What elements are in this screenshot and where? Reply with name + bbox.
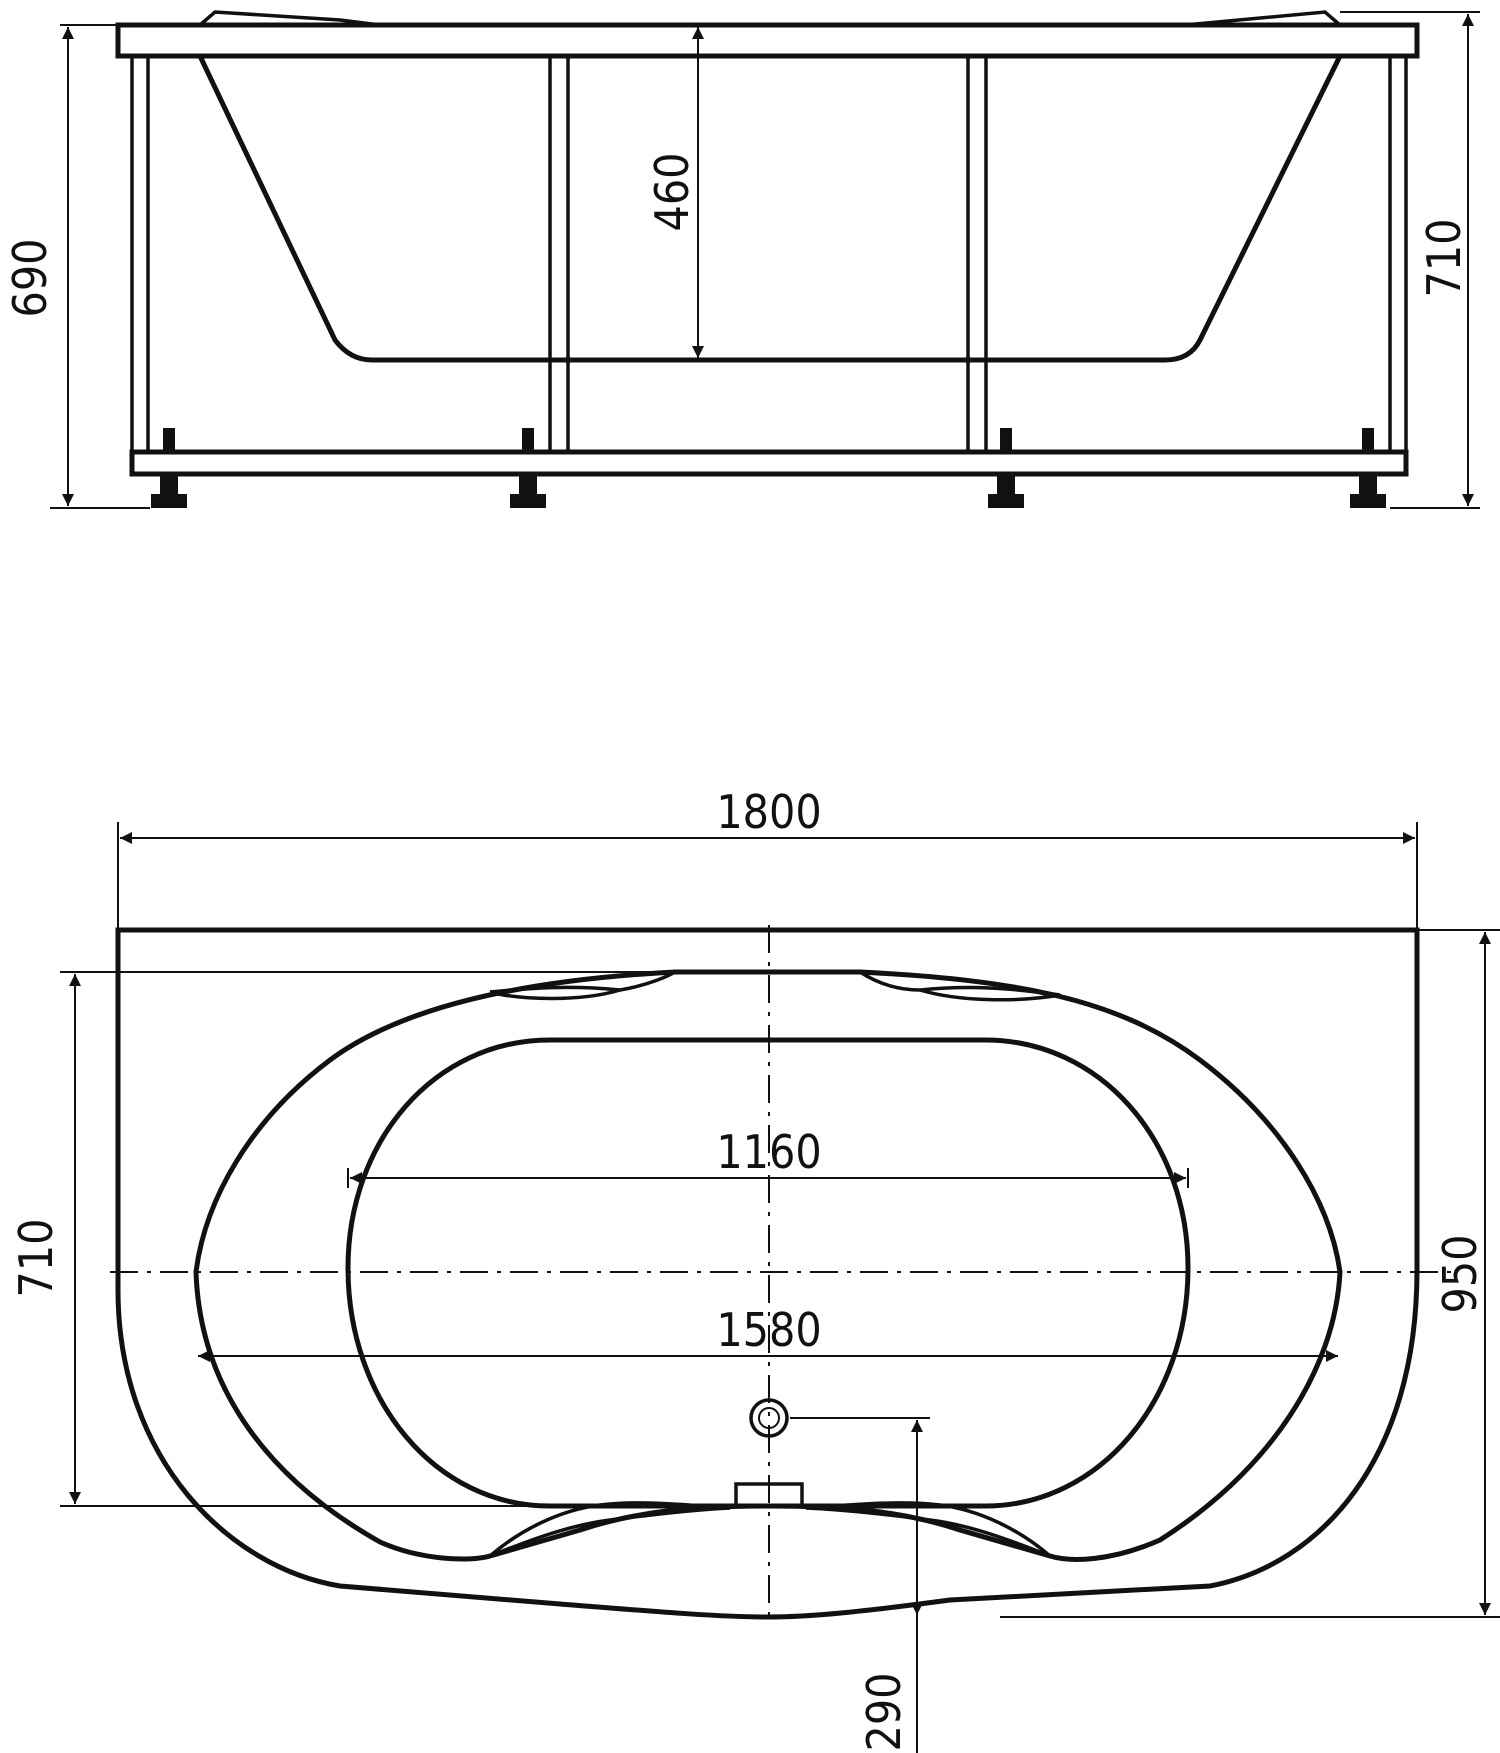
armrest-recess-bottom-right (805, 1501, 1052, 1558)
dim-1580-label: 1580 (716, 1303, 821, 1357)
frame-posts (130, 54, 1408, 454)
dim-710-side-label: 710 (1417, 219, 1471, 298)
foot (151, 428, 187, 508)
foot (510, 428, 546, 508)
headrest-recess-top-right (859, 970, 1061, 1002)
top-view: 1800 1160 1580 710 950 (9, 785, 1500, 1753)
foot (988, 428, 1024, 508)
dim-690: 690 (3, 24, 200, 509)
dim-950: 950 (1000, 929, 1500, 1618)
dim-1160: 1160 (347, 1125, 1189, 1188)
bowl-profile (197, 54, 1343, 363)
dim-460-label: 460 (645, 153, 699, 232)
dim-710-top: 710 (9, 971, 675, 1507)
inner-bowl (345, 1037, 1191, 1509)
rim (115, 10, 1420, 59)
bottom-rail (129, 449, 1409, 477)
foot (1350, 428, 1386, 508)
dim-710-top-label: 710 (9, 1219, 63, 1298)
tub-outline (115, 927, 1420, 1620)
dim-690-label: 690 (3, 239, 57, 318)
adjustable-feet (151, 428, 1386, 508)
side-view: 690 710 460 (3, 10, 1480, 509)
dim-710-side: 710 (1340, 11, 1480, 509)
dim-460: 460 (645, 27, 704, 358)
headrest-recess-top-left (489, 970, 676, 1001)
dim-1800: 1800 (117, 785, 1418, 930)
dim-1580: 1580 (198, 1303, 1338, 1362)
dim-290-label: 290 (857, 1673, 911, 1752)
dim-950-label: 950 (1433, 1235, 1487, 1314)
dim-290: 290 (790, 1417, 930, 1753)
dim-1160-label: 1160 (716, 1125, 821, 1179)
dim-1800-label: 1800 (716, 785, 821, 839)
